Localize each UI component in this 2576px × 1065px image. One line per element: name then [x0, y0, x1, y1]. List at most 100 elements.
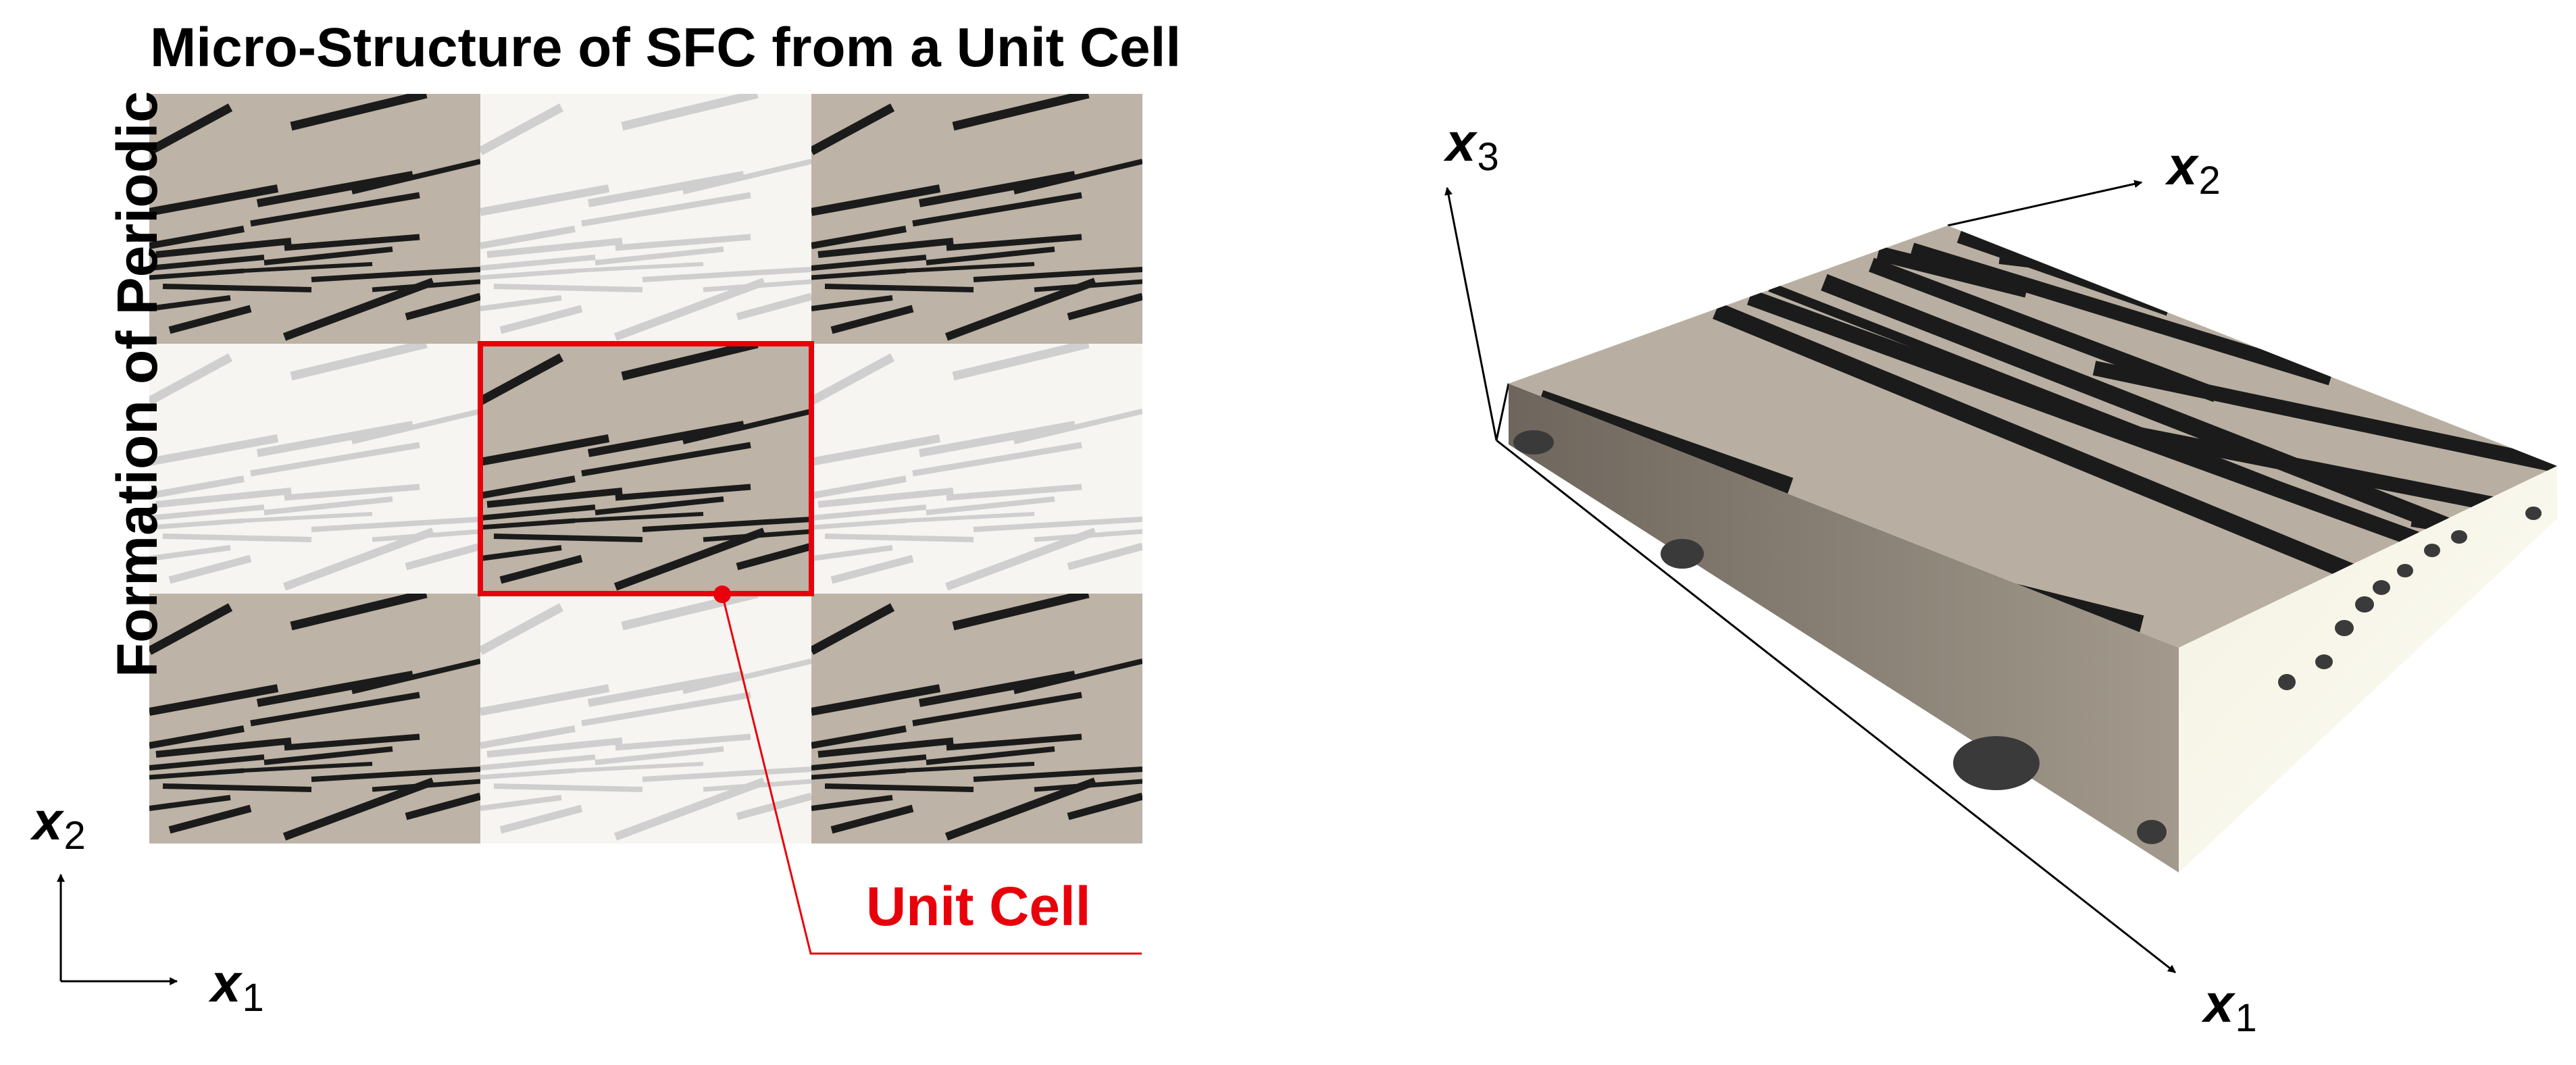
axis-edge — [1495, 383, 1510, 441]
fiber — [480, 353, 564, 405]
fiber — [952, 94, 1090, 131]
fiber — [405, 542, 480, 571]
fiber — [284, 484, 420, 501]
fiber — [1013, 658, 1142, 694]
fiber — [817, 238, 954, 258]
fiber-cross-section — [2525, 506, 2542, 520]
fiber — [149, 475, 245, 499]
slab-front-face — [2179, 466, 2557, 873]
fiber — [811, 226, 907, 249]
fiber — [1821, 274, 2469, 542]
fiber — [162, 534, 312, 542]
fiber — [256, 671, 414, 707]
fiber — [480, 103, 564, 155]
fiber — [736, 292, 811, 321]
fiber — [912, 442, 1082, 477]
fiber — [595, 246, 724, 265]
fiber — [952, 594, 1090, 631]
fiber-cross-section — [1513, 430, 1554, 454]
fiber-cross-section — [2137, 820, 2167, 844]
fiber — [613, 278, 766, 341]
fiber — [284, 733, 420, 751]
periodic-tiling — [149, 94, 1142, 843]
fiber — [493, 783, 643, 792]
fiber — [263, 746, 393, 765]
fiber — [263, 496, 393, 515]
tile-fibers — [480, 94, 811, 341]
fiber — [168, 554, 252, 584]
fiber — [587, 671, 745, 707]
fiber — [621, 344, 759, 381]
fiber — [168, 305, 252, 334]
fiber — [973, 767, 1142, 782]
fiber — [405, 792, 480, 821]
fiber — [830, 554, 914, 584]
fiber — [499, 554, 583, 584]
fiber — [621, 594, 759, 631]
fiber — [290, 344, 428, 381]
fiber-cross-section — [2373, 580, 2390, 595]
fiber — [480, 475, 576, 499]
fiber-cross-sections — [1513, 430, 2542, 844]
fiber — [642, 767, 811, 782]
fiber — [878, 512, 1035, 524]
fiber — [811, 754, 927, 771]
fiber-cross-section — [2397, 564, 2413, 577]
fiber — [311, 767, 480, 782]
fiber — [824, 783, 974, 792]
fiber — [912, 692, 1082, 727]
fiber — [1067, 542, 1142, 571]
fiber — [944, 527, 1097, 591]
x1-axis-line-3d — [1496, 439, 2176, 974]
fiber — [682, 159, 811, 194]
fiber — [615, 733, 751, 751]
fiber — [587, 171, 745, 207]
fiber — [824, 534, 974, 542]
fiber — [926, 246, 1055, 265]
fiber — [486, 238, 623, 258]
fiber — [405, 292, 480, 321]
axes-2d — [57, 873, 178, 985]
fiber — [830, 305, 914, 334]
fiber — [155, 737, 292, 758]
fiber — [811, 684, 941, 716]
fiber — [926, 746, 1055, 765]
fiber — [149, 434, 279, 466]
fiber — [486, 737, 623, 758]
x1-axis-label-3d: x1 — [2204, 973, 2257, 1040]
fiber — [250, 692, 420, 727]
fiber — [149, 725, 245, 749]
fiber — [155, 238, 292, 258]
fiber-cross-section — [2424, 544, 2440, 557]
fiber — [817, 737, 954, 758]
figure-vertical-title: Formation of Periodic — [105, 90, 169, 677]
fiber — [480, 184, 610, 216]
fiber — [736, 542, 811, 571]
fiber — [973, 267, 1142, 282]
fiber — [480, 545, 562, 561]
fiber — [149, 103, 233, 155]
fiber — [811, 353, 895, 405]
fiber — [547, 262, 704, 274]
fiber — [926, 496, 1055, 515]
fiber — [944, 777, 1097, 841]
fiber — [811, 475, 907, 499]
fiber — [480, 434, 610, 466]
fiber — [250, 442, 420, 477]
fiber — [351, 409, 480, 444]
leader-dot — [713, 586, 731, 603]
fiber — [952, 344, 1090, 381]
fiber — [918, 421, 1076, 457]
x2-axis-label-2d: x2 — [32, 791, 86, 858]
fiber — [480, 684, 610, 716]
fiber — [615, 484, 751, 501]
fiber — [168, 804, 252, 834]
fiber — [216, 512, 373, 524]
fiber — [250, 192, 420, 227]
unit-cell-frame — [478, 341, 814, 596]
fiber — [642, 517, 811, 532]
fiber — [811, 184, 941, 216]
tile-fibers — [480, 344, 811, 591]
fiber — [149, 754, 265, 771]
fiber — [811, 255, 927, 271]
